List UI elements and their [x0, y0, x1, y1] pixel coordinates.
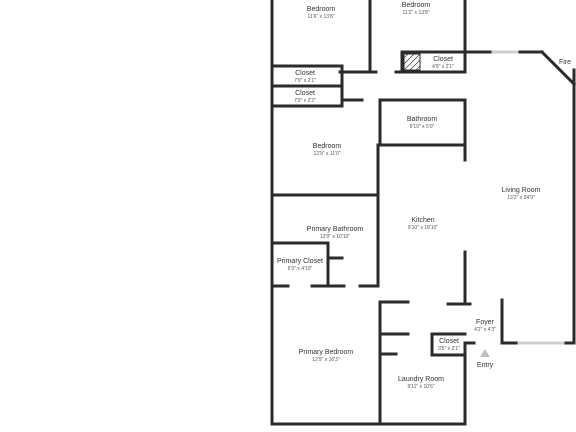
hatch-box: [403, 53, 421, 71]
room-dims: 11'2" x 13'8": [402, 10, 429, 16]
hatch-line: [403, 53, 421, 71]
room-dims: 12'9" x 11'0": [313, 151, 340, 157]
room-dims: 4'2" x 4'3": [474, 327, 496, 333]
room-name: Foyer: [476, 319, 495, 326]
room-dims: 12'9" x 16'3": [312, 357, 340, 363]
room-name: Closet: [439, 338, 459, 345]
room-name: Bathroom: [407, 116, 438, 123]
room-dims: 7'9" x 2'2": [294, 98, 316, 104]
walls: [270, 0, 576, 426]
room-name: Kitchen: [411, 217, 434, 224]
room-dims: 11'6" x 13'8": [307, 14, 334, 20]
room-dims: 4'9" x 2'1": [432, 64, 454, 70]
hatch-line: [409, 59, 421, 71]
entry-arrow-icon: [480, 349, 490, 357]
entry-label: Entry: [477, 362, 494, 369]
room-dims: 6'3" x 4'10": [288, 266, 313, 272]
room-dims: 9'11" x 10'6": [407, 384, 434, 390]
closet-hatch: [403, 53, 421, 71]
room-dims: 12'9" x 10'10": [320, 234, 350, 240]
room-dims: 9'10" x 18'10": [408, 225, 438, 231]
room-labels: Bedroom 11'6" x 13'8" Bedroom 11'2" x 13…: [277, 2, 541, 390]
room-name: Closet: [433, 56, 453, 63]
room-name: Closet: [295, 70, 315, 77]
room-name: Closet: [295, 90, 315, 97]
windows: [270, 50, 576, 426]
room-name: Primary Bathroom: [307, 226, 364, 233]
room-dims: 7'9" x 2'1": [294, 78, 316, 84]
hatch-line: [403, 53, 415, 65]
wall: [539, 49, 576, 87]
room-dims: 9'10" x 5'0": [410, 124, 435, 130]
hatch-line: [403, 53, 409, 59]
room-name: Primary Closet: [277, 258, 323, 265]
room-name: Bedroom: [313, 143, 342, 150]
room-name: Bedroom: [307, 6, 336, 13]
room-name: Primary Bedroom: [299, 349, 354, 356]
room-name: Laundry Room: [398, 376, 444, 383]
fireplace-label: Fire: [559, 59, 571, 66]
room-dims: 3'5" x 2'1": [438, 346, 460, 352]
room-dims: 13'2" x 34'9": [507, 195, 535, 201]
room-name: Bedroom: [402, 2, 431, 9]
room-name: Living Room: [502, 187, 541, 194]
hatch-line: [415, 65, 421, 71]
